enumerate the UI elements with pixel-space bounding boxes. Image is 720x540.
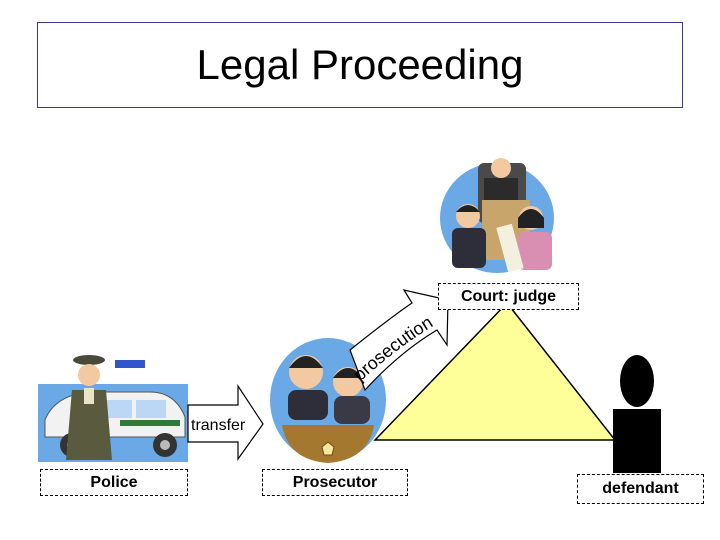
prosecutor-label: Prosecutor [262, 469, 408, 496]
court-label: Court: judge [438, 283, 579, 310]
defendant-silhouette-icon [613, 355, 661, 473]
police-label-text: Police [90, 473, 138, 491]
defendant-label-text: defendant [602, 480, 679, 497]
police-car-clipart [38, 355, 188, 462]
defendant-label: defendant [577, 474, 704, 504]
transfer-arrow-label: transfer [191, 417, 246, 434]
court-label-text: Court: judge [460, 287, 557, 305]
police-label: Police [40, 469, 188, 496]
title-box: Legal Proceeding [37, 22, 683, 108]
page-title: Legal Proceeding [196, 41, 524, 88]
court-triangle [373, 301, 617, 441]
transfer-arrow: transfer [187, 383, 264, 461]
prosecutor-label-text: Prosecutor [292, 473, 378, 491]
court-judge-clipart [440, 158, 554, 273]
prosecution-arrow: prosecution [349, 289, 449, 392]
